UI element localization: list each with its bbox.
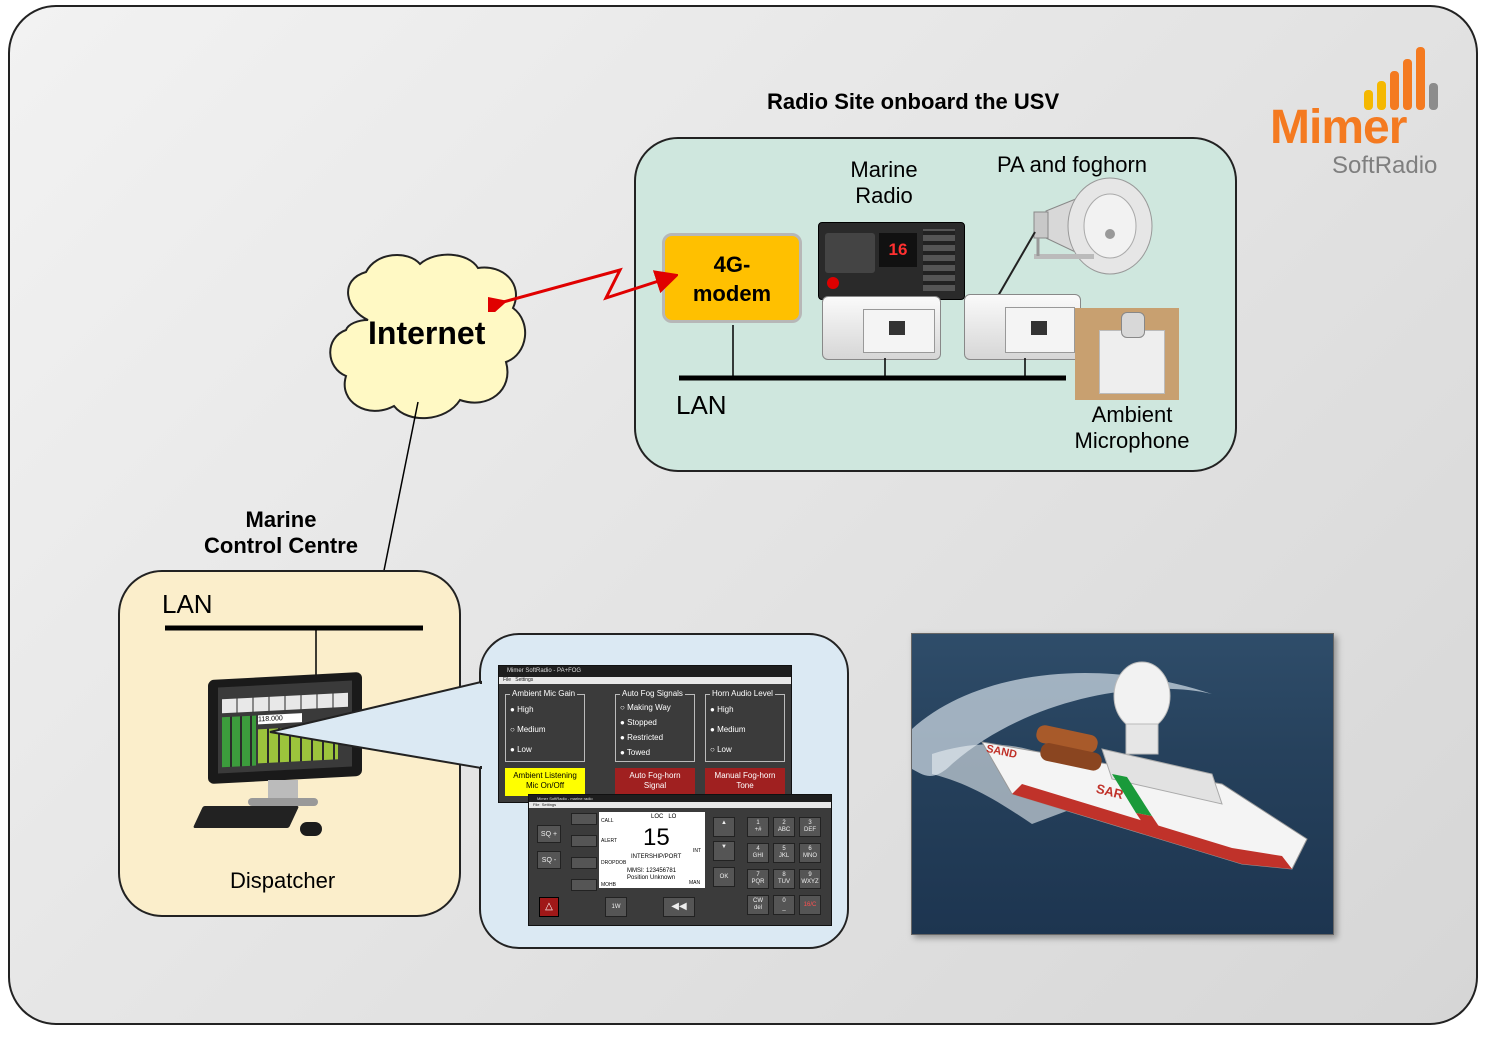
ethernet-port-icon [1031, 321, 1047, 335]
control-centre-lan-network [165, 625, 423, 678]
microphone-gland-icon [1121, 312, 1145, 338]
radio-menu-bar: File Settings [529, 802, 831, 808]
logo-brand: Mimer [1270, 101, 1407, 154]
radio-keypad [923, 229, 955, 291]
logo-product: SoftRadio [1332, 152, 1438, 179]
modem-label-line2: modem [692, 281, 772, 306]
auto-fog-signals-group: Auto Fog Signals ○ Making Way ● Stopped … [615, 689, 695, 762]
radio-interface-box [822, 296, 941, 360]
option-medium[interactable]: ● Medium [710, 725, 746, 734]
usv-boat-illustration [912, 661, 1308, 870]
menu-file[interactable]: File [533, 802, 540, 807]
option-medium[interactable]: ○ Medium [510, 725, 546, 734]
marine-radio-device: 16 [818, 222, 965, 300]
option-stopped[interactable]: ● Stopped [620, 718, 657, 727]
radio-lcd-screen: CALL ALERT DROPDOB MOHB LOC LO 15 INTERS… [599, 812, 705, 888]
marine-radio-window: Mimer SoftRadio - marine radio File Sett… [528, 794, 832, 926]
soft-key-4[interactable] [571, 879, 597, 891]
monitor-base [248, 798, 318, 806]
ambient-microphone-photo [1075, 308, 1179, 400]
power-1w-button[interactable]: 1W [605, 897, 627, 917]
menu-settings[interactable]: Settings [541, 802, 557, 807]
menu-file[interactable]: File [503, 677, 512, 683]
soft-key-3[interactable] [571, 857, 597, 869]
keypad-1[interactable]: 1+# [747, 817, 769, 837]
speaker-grille [825, 233, 875, 273]
usv-lan-label: LAN [676, 390, 727, 420]
callout-pointer [269, 680, 484, 770]
option-high[interactable]: ● High [710, 705, 734, 714]
ethernet-port-icon [889, 321, 905, 335]
squelch-up-button[interactable]: SQ + [537, 825, 561, 843]
monitor-stand [268, 780, 298, 800]
keypad-0[interactable]: 0_ [773, 895, 795, 915]
usv-lan-network [679, 325, 1066, 381]
keypad-16c[interactable]: 16/C [799, 895, 821, 915]
modem-label-line1: 4G- [713, 252, 751, 277]
option-restricted[interactable]: ● Restricted [620, 733, 664, 742]
arrow-down-button[interactable]: ▼ [713, 841, 735, 861]
radio-channel-display: 16 [879, 233, 917, 267]
internet-label: Internet [368, 315, 486, 351]
soft-key-2[interactable] [571, 835, 597, 847]
rewind-icon[interactable]: ◀◀ [663, 897, 695, 917]
speaker-cable-icon [997, 231, 1036, 297]
arrow-up-button[interactable]: ▲ [713, 817, 735, 837]
distress-button [827, 277, 839, 289]
loudspeaker-horn-icon [1033, 177, 1153, 275]
option-high[interactable]: ● High [510, 705, 534, 714]
pa-interface-box [964, 294, 1081, 360]
dispatcher-label: Dispatcher [230, 868, 336, 893]
wireless-link-icon [488, 267, 678, 312]
signal-bars-logo-icon [1364, 47, 1438, 110]
horn-audio-level-group: Horn Audio Level ● High ● Medium ○ Low [705, 689, 785, 762]
soft-key-1[interactable] [571, 813, 597, 825]
pa-foghorn-label: PA and foghorn [997, 152, 1148, 177]
pa-fog-window-title: Mimer SoftRadio - PA+FOG [499, 666, 791, 677]
menu-settings[interactable]: Settings [515, 677, 534, 683]
option-making-way[interactable]: ○ Making Way [620, 703, 671, 712]
pa-fog-menu-bar: File Settings [499, 677, 791, 684]
mouse-icon [300, 822, 322, 836]
channel-number: 15 [643, 824, 670, 851]
option-low[interactable]: ● Low [510, 745, 532, 754]
distress-alert-icon[interactable]: △ [539, 897, 559, 917]
internet-cloud-icon [329, 253, 527, 419]
keyboard-icon [192, 806, 300, 828]
ambient-mic-gain-group: Ambient Mic Gain ● High ○ Medium ● Low [505, 689, 585, 762]
squelch-down-button[interactable]: SQ - [537, 851, 561, 869]
option-low[interactable]: ○ Low [710, 745, 732, 754]
radio-window-title: Mimer SoftRadio - marine radio [529, 795, 831, 802]
ok-button[interactable]: OK [713, 867, 735, 887]
usv-site-title: Radio Site onboard the USV [767, 89, 1060, 114]
control-centre-lan-label: LAN [162, 589, 213, 619]
usv-boat-photo: SAND SAR [911, 633, 1334, 935]
option-towed[interactable]: ● Towed [620, 748, 651, 757]
pa-fog-window: Mimer SoftRadio - PA+FOG File Settings A… [498, 665, 792, 803]
